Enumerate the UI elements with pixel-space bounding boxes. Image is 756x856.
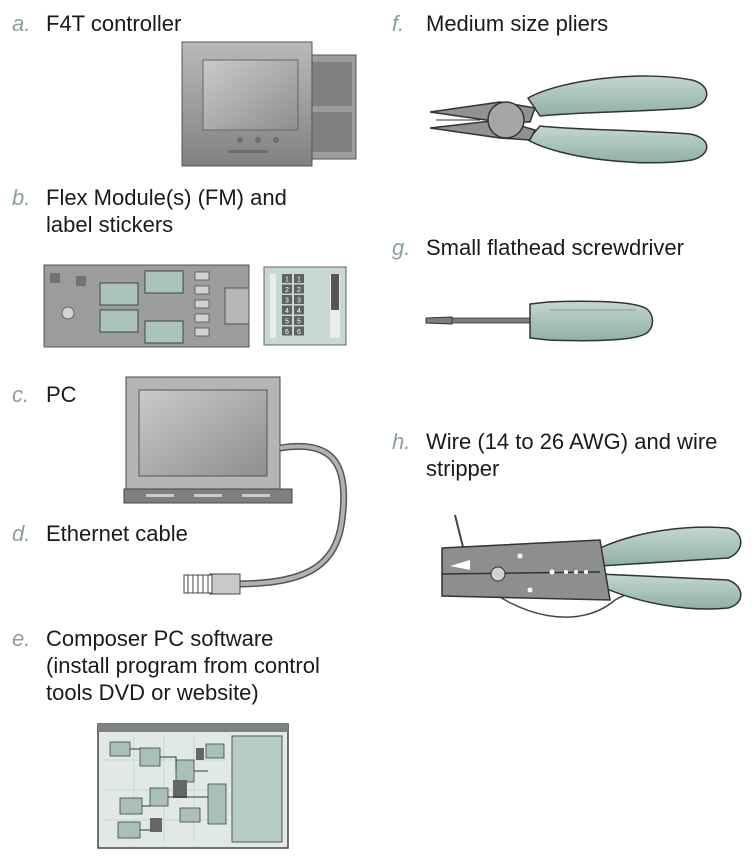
label-stickers-illustration <box>263 266 347 346</box>
item-label: PC <box>46 382 77 407</box>
sticker-number: 3 <box>285 298 289 305</box>
composer-software-illustration <box>97 723 289 849</box>
sticker-cell <box>282 274 292 283</box>
sticker-grid: 1 1 2 2 3 3 4 4 5 5 6 6 <box>282 274 304 336</box>
sticker-cell <box>294 284 304 294</box>
item-g: g. Small flathead screwdriver <box>392 234 684 261</box>
sticker-number: 2 <box>297 287 301 294</box>
item-label: Medium size pliers <box>426 11 609 36</box>
sticker-cell <box>294 295 304 304</box>
item-letter: h. <box>392 429 411 454</box>
sticker-number: 1 <box>285 277 289 284</box>
item-label: Ethernet cable <box>46 521 188 546</box>
item-label: Composer PC software (install program fr… <box>46 626 320 705</box>
sticker-number: 6 <box>297 329 301 336</box>
sticker-number: 5 <box>297 319 301 326</box>
item-label: F4T controller <box>46 11 182 36</box>
sticker-number: 2 <box>285 287 289 294</box>
item-f: f. Medium size pliers <box>392 10 608 37</box>
sticker-number: 3 <box>297 298 301 305</box>
sticker-cell <box>282 316 292 325</box>
sticker-number: 5 <box>285 319 289 326</box>
item-letter: b. <box>12 185 31 210</box>
item-letter: a. <box>12 11 31 36</box>
item-letter: c. <box>12 382 30 407</box>
item-label: Flex Module(s) (FM) and label stickers <box>46 185 287 237</box>
pliers-illustration <box>429 75 708 164</box>
laptop-illustration <box>123 376 293 504</box>
wire-stripper-illustration <box>441 514 742 618</box>
sticker-cell <box>294 316 304 325</box>
item-letter: d. <box>12 521 31 546</box>
item-c: c. PC <box>12 381 77 408</box>
sticker-number: 4 <box>297 308 301 315</box>
ethernet-cable-illustration <box>183 442 348 595</box>
sticker-cell <box>282 305 292 315</box>
item-letter: e. <box>12 626 31 651</box>
sticker-cell <box>282 295 292 304</box>
flex-module-illustration <box>43 264 250 348</box>
screwdriver-illustration <box>425 300 654 342</box>
sticker-number: 6 <box>285 329 289 336</box>
item-h: h. Wire (14 to 26 AWG) and wire stripper <box>392 428 717 482</box>
sticker-cell <box>294 326 304 336</box>
item-label: Wire (14 to 26 AWG) and wire stripper <box>426 429 718 481</box>
sticker-cell <box>294 305 304 315</box>
item-letter: f. <box>392 11 405 36</box>
item-a: a. F4T controller <box>12 10 181 37</box>
f4t-controller-illustration <box>181 41 357 167</box>
sticker-cell <box>282 284 292 294</box>
item-label: Small flathead screwdriver <box>426 235 684 260</box>
sticker-cell <box>282 326 292 336</box>
item-d: d. Ethernet cable <box>12 520 188 547</box>
item-letter: g. <box>392 235 411 260</box>
item-e: e. Composer PC software (install program… <box>12 625 320 706</box>
item-b: b. Flex Module(s) (FM) and label sticker… <box>12 184 287 238</box>
sticker-number: 4 <box>285 308 289 315</box>
sticker-cell <box>294 274 304 283</box>
sticker-number: 1 <box>297 277 301 284</box>
